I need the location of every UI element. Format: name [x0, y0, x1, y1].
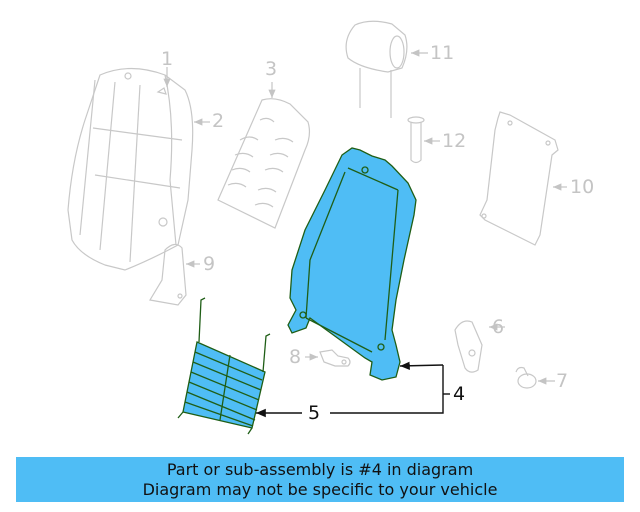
- seat-back-cover-part-2: [67, 67, 194, 271]
- callout-4[interactable]: 4: [453, 383, 466, 405]
- seat-pad-part-3: [217, 98, 311, 229]
- seat-back-frame-part-4[interactable]: [287, 147, 417, 381]
- info-banner: Part or sub-assembly is #4 in diagram Di…: [16, 457, 624, 502]
- callout-3: 3: [265, 58, 278, 80]
- callout-5[interactable]: 5: [308, 402, 321, 424]
- lumbar-support-part-5[interactable]: [177, 297, 271, 435]
- callout-11: 11: [430, 42, 455, 64]
- callout-1: 1: [161, 48, 174, 70]
- leader-lines-4-5: [256, 361, 450, 418]
- headrest-guide-part-12: [407, 116, 425, 164]
- banner-line-part-number: Part or sub-assembly is #4 in diagram: [166, 459, 474, 479]
- callout-10: 10: [570, 176, 595, 198]
- callout-9: 9: [203, 253, 216, 275]
- cap-part-7: [515, 366, 537, 389]
- recliner-cover-part-6: [454, 320, 483, 373]
- callout-6: 6: [492, 316, 505, 338]
- callout-7: 7: [556, 370, 569, 392]
- bracket-part-9: [149, 243, 187, 306]
- callout-8: 8: [289, 346, 302, 368]
- callout-2: 2: [212, 110, 225, 132]
- banner-line-disclaimer: Diagram may not be specific to your vehi…: [142, 479, 498, 499]
- headrest-part-11: [345, 20, 408, 118]
- back-panel-part-10: [479, 111, 559, 246]
- callout-12: 12: [442, 130, 467, 152]
- bolt-part-8: [319, 349, 351, 367]
